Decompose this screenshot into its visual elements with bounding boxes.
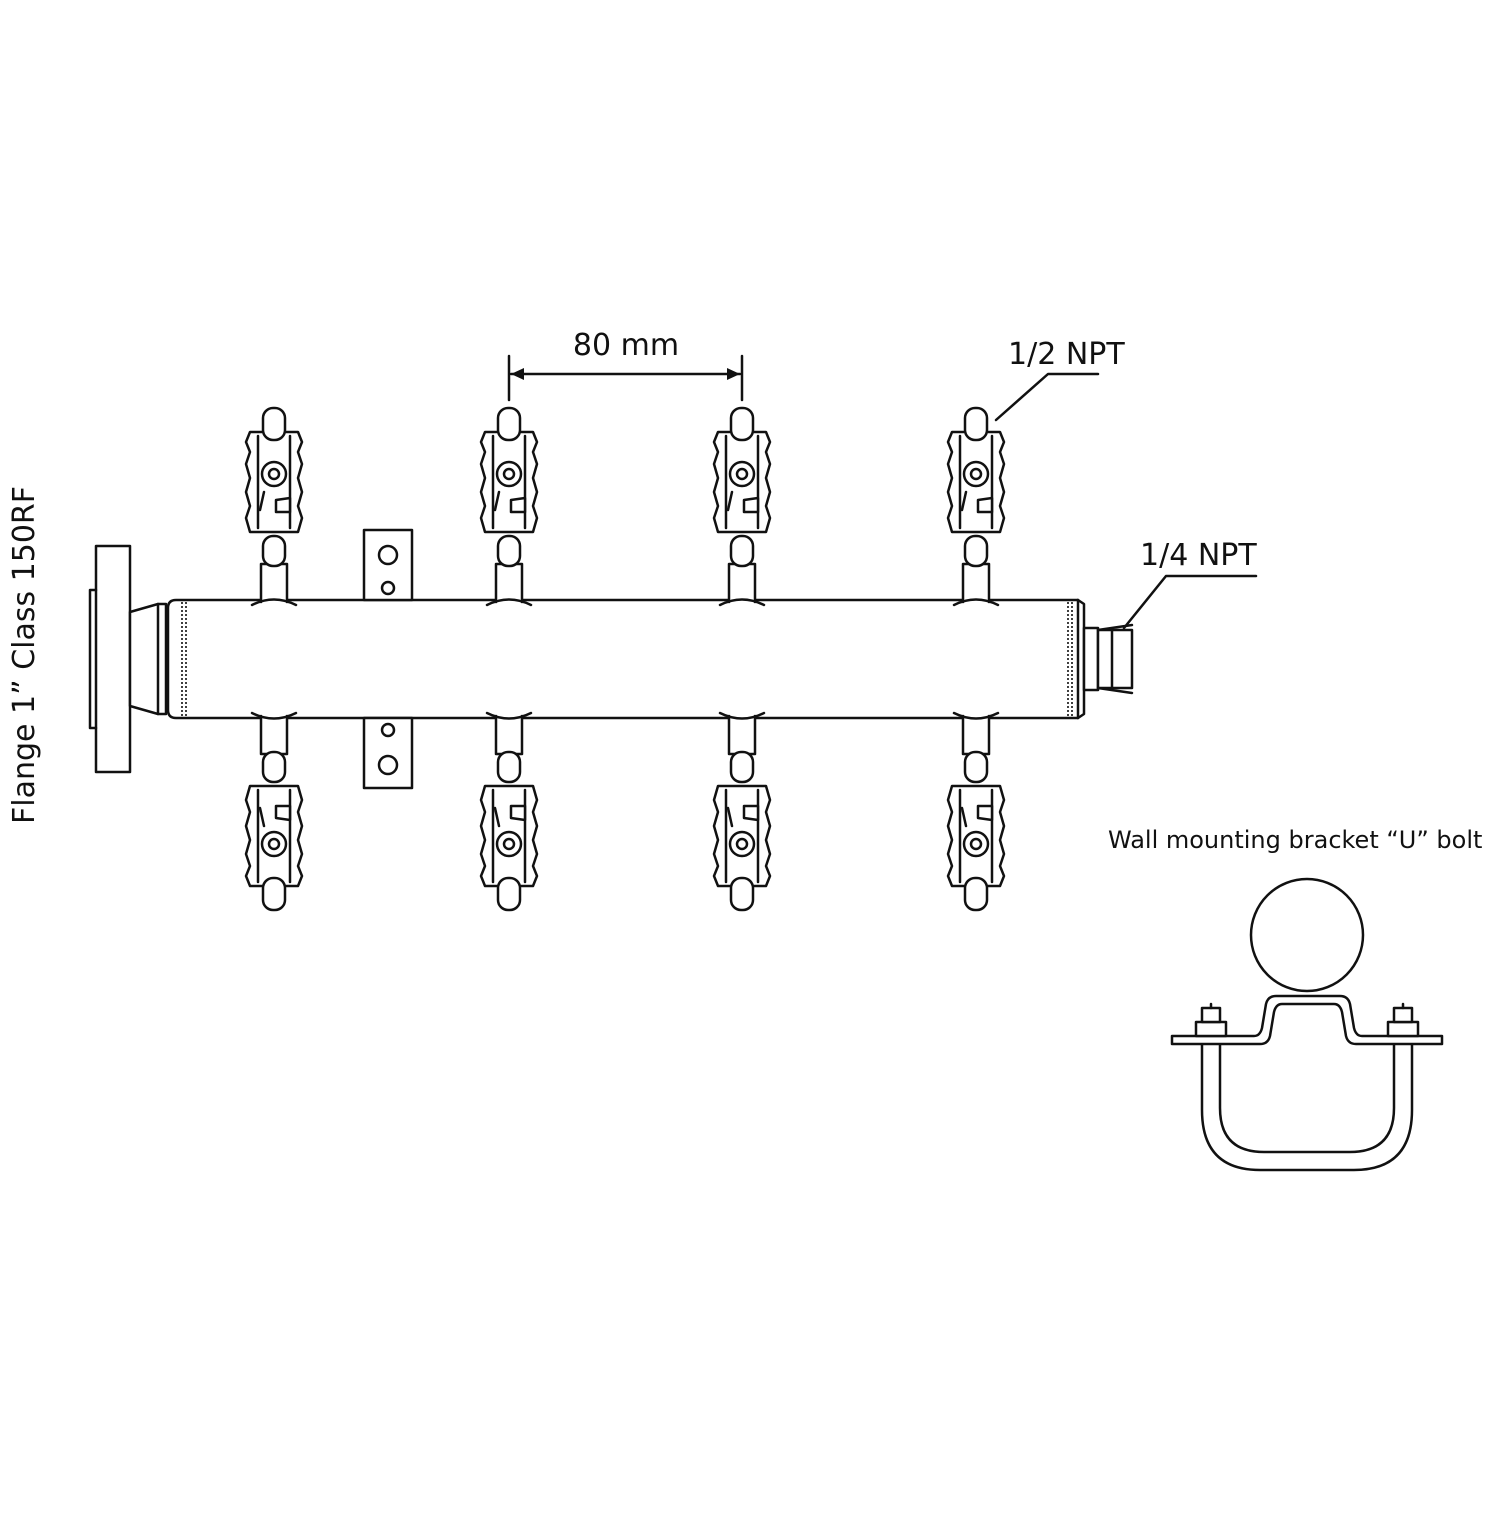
valve-bottom-1 — [246, 713, 302, 910]
end-port-callout: 1/4 NPT — [1122, 538, 1257, 630]
dimension-80mm: 80 mm — [507, 328, 744, 402]
u-bolt-detail: Wall mounting bracket “U” bolt — [1108, 826, 1482, 1172]
bracket-plate-top — [362, 528, 414, 602]
valve-top-1 — [244, 406, 304, 607]
spacing-label: 80 mm — [573, 328, 679, 363]
end-port-label: 1/4 NPT — [1140, 538, 1257, 573]
flange — [88, 544, 168, 774]
valve-top-4 — [946, 406, 1006, 607]
valves-top — [244, 406, 1006, 607]
valve-bottom-4 — [948, 713, 1004, 910]
outlet-port-label: 1/2 NPT — [1008, 337, 1125, 372]
outlet-port-callout: 1/2 NPT — [994, 337, 1125, 422]
bracket-plate-bottom — [362, 716, 414, 790]
valve-bottom-2 — [481, 713, 537, 910]
valve-top-2 — [479, 406, 539, 607]
valve-bottom-3 — [714, 713, 770, 910]
valves-bottom — [246, 713, 1004, 910]
flange-label: Flange 1” Class 150RF — [7, 486, 42, 824]
end-plug — [1082, 623, 1134, 695]
header-pipe — [166, 598, 1086, 720]
bracket-label: Wall mounting bracket “U” bolt — [1108, 826, 1482, 854]
valve-top-3 — [712, 406, 772, 607]
